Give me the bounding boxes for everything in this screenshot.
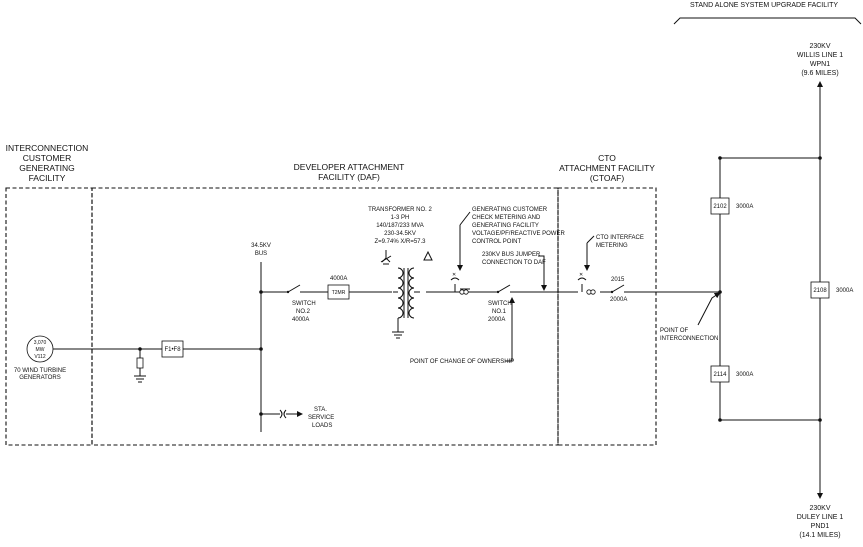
metering-note-line-2: CHECK METERING AND [472,215,541,221]
station-service-loads: STA. SERVICE LOADS [261,407,334,429]
transformer-no-2: TRANSFORMER NO. 2 1-3 PH 140/187/233 MVA… [368,207,433,339]
t2mr-rating: 4000A [330,276,347,282]
top-line-length: (9.6 MILES) [801,70,838,77]
bottom-line-length: (14.1 MILES) [799,532,840,539]
switch2-label: SWITCH [292,301,316,307]
t2mr-box: 4000A T2MR [327,276,350,300]
customer-metering: ✕ GENERATING CUSTOMER CHECK METERING AND… [450,207,565,295]
bottom-line-label: 230KV DULEY LINE 1 PND1 (14.1 MILES) [797,505,844,539]
switch-no-1: SWITCH NO.1 2000A [488,284,512,323]
customer-title-line-1: INTERCONNECTION [6,143,89,153]
switch2-number: NO.2 [296,309,311,315]
generator-caption-line-2: GENERATORS [19,375,60,381]
cto-metering-symbol: ✕ [579,272,583,278]
loads-line-2: SERVICE [308,415,334,421]
t2mr-label: T2MR [332,290,346,296]
ownership-note: POINT OF CHANGE OF OWNERSHIP [410,297,515,365]
switch2015-rating: 2000A [610,297,627,303]
wind-generator: 3,070 MW V112 70 WIND TURBINE GENERATORS [14,335,66,381]
switch2-rating: 4000A [292,317,309,323]
upgrade-facility-title: STAND ALONE SYSTEM UPGRADE FACILITY [690,2,838,9]
transformer-phase: 1-3 PH [391,215,410,221]
cto-facility-boundary [557,187,657,446]
customer-facility-boundary [5,187,93,446]
developer-title-line-1: DEVELOPER ATTACHMENT [294,162,405,172]
poi-note-line-1: POINT OF [660,328,689,334]
generator-model: V112 [34,354,46,360]
cto-facility-title: CTO ATTACHMENT FACILITY (CTOAF) [559,153,655,183]
breaker-2114-id: 2114 [714,372,728,378]
generator-unit: MW [36,347,45,353]
poi-note-line-2: INTERCONNECTION [660,336,718,342]
filter-label: F1•F8 [164,347,181,353]
developer-title-line-2: FACILITY (DAF) [318,172,380,182]
breaker-2102-rating: 3000A [736,204,753,210]
poi-note: POINT OF INTERCONNECTION [660,290,722,342]
metering-note-line-4: VOLTAGE/PF/REACTIVE POWER [472,231,565,237]
jumper-note-line-2: CONNECTION TO DAF [482,260,546,266]
delta-icon [423,250,433,261]
cto-title-line-2: ATTACHMENT FACILITY [559,163,655,173]
breaker-2102: 2102 3000A [710,197,753,215]
header-bracket [673,17,862,25]
upgrade-facility-header: STAND ALONE SYSTEM UPGRADE FACILITY [673,2,862,25]
cto-title-line-3: (CTOAF) [590,173,624,183]
cto-metering-line-2: METERING [596,243,628,249]
switch-2015: 2015 2000A [610,277,627,303]
jumper-note-line-1: 230KV BUS JUMPER [482,252,541,258]
breaker-2114-rating: 3000A [736,372,753,378]
customer-title-line-2: CUSTOMER [23,153,72,163]
switch1-number: NO.1 [492,309,507,315]
breaker-2108: 2108 3000A [810,281,853,299]
ring-bus [718,156,822,422]
collector-ground [134,349,146,383]
filter-box: F1•F8 [161,340,184,358]
bus-jumper-note: 230KV BUS JUMPER CONNECTION TO DAF [482,252,547,291]
switch-no-2: SWITCH NO.2 4000A [286,284,316,323]
developer-facility-title: DEVELOPER ATTACHMENT FACILITY (DAF) [294,162,405,182]
customer-title-line-4: FACILITY [29,173,66,183]
bus-name: BUS [255,251,267,257]
top-line-voltage: 230KV [809,43,830,50]
bottom-line-code: PND1 [811,523,830,530]
ownership-note-text: POINT OF CHANGE OF OWNERSHIP [410,359,514,365]
breaker-2102-id: 2102 [713,204,727,210]
cto-metering-line-1: CTO INTERFACE [596,235,644,241]
cto-metering: ✕ CTO INTERFACE METERING [577,235,644,295]
loads-line-3: LOADS [312,423,332,429]
customer-facility-title: INTERCONNECTION CUSTOMER GENERATING FACI… [6,143,89,183]
breaker-2108-rating: 3000A [836,288,853,294]
customer-title-line-3: GENERATING [19,163,75,173]
switch1-rating: 2000A [488,317,505,323]
metering-symbol: ✕ [452,272,456,278]
top-line-label: 230KV WILLIS LINE 1 WPN1 (9.6 MILES) [797,43,843,77]
transformer-impedance: Z=9.74% X/R=57.3 [374,239,426,245]
bus-voltage: 34.5KV [251,243,271,249]
generator-capacity: 3,070 [34,340,47,346]
metering-note-line-1: GENERATING CUSTOMER [472,207,548,213]
switch2015-id: 2015 [611,277,625,283]
bottom-line-voltage: 230KV [809,505,830,512]
bottom-line-name: DULEY LINE 1 [797,514,844,521]
bus-label: 34.5KV BUS [251,243,271,257]
transformer-voltage: 230-34.5KV [384,231,416,237]
transformer-mva: 140/187/233 MVA [376,223,424,229]
generator-caption-line-1: 70 WIND TURBINE [14,368,66,374]
breaker-2114: 2114 3000A [710,365,753,383]
top-line-code: WPN1 [810,61,830,68]
transformer-title: TRANSFORMER NO. 2 [368,207,432,213]
cto-title-line-1: CTO [598,153,616,163]
switch1-label: SWITCH [488,301,512,307]
top-line-name: WILLIS LINE 1 [797,52,843,59]
metering-note-line-5: CONTROL POINT [472,239,521,245]
breaker-2108-id: 2108 [813,288,827,294]
wye-ground-icon [380,250,392,265]
loads-line-1: STA. [314,407,327,413]
metering-note-line-3: GENERATING FACILITY [472,223,539,229]
